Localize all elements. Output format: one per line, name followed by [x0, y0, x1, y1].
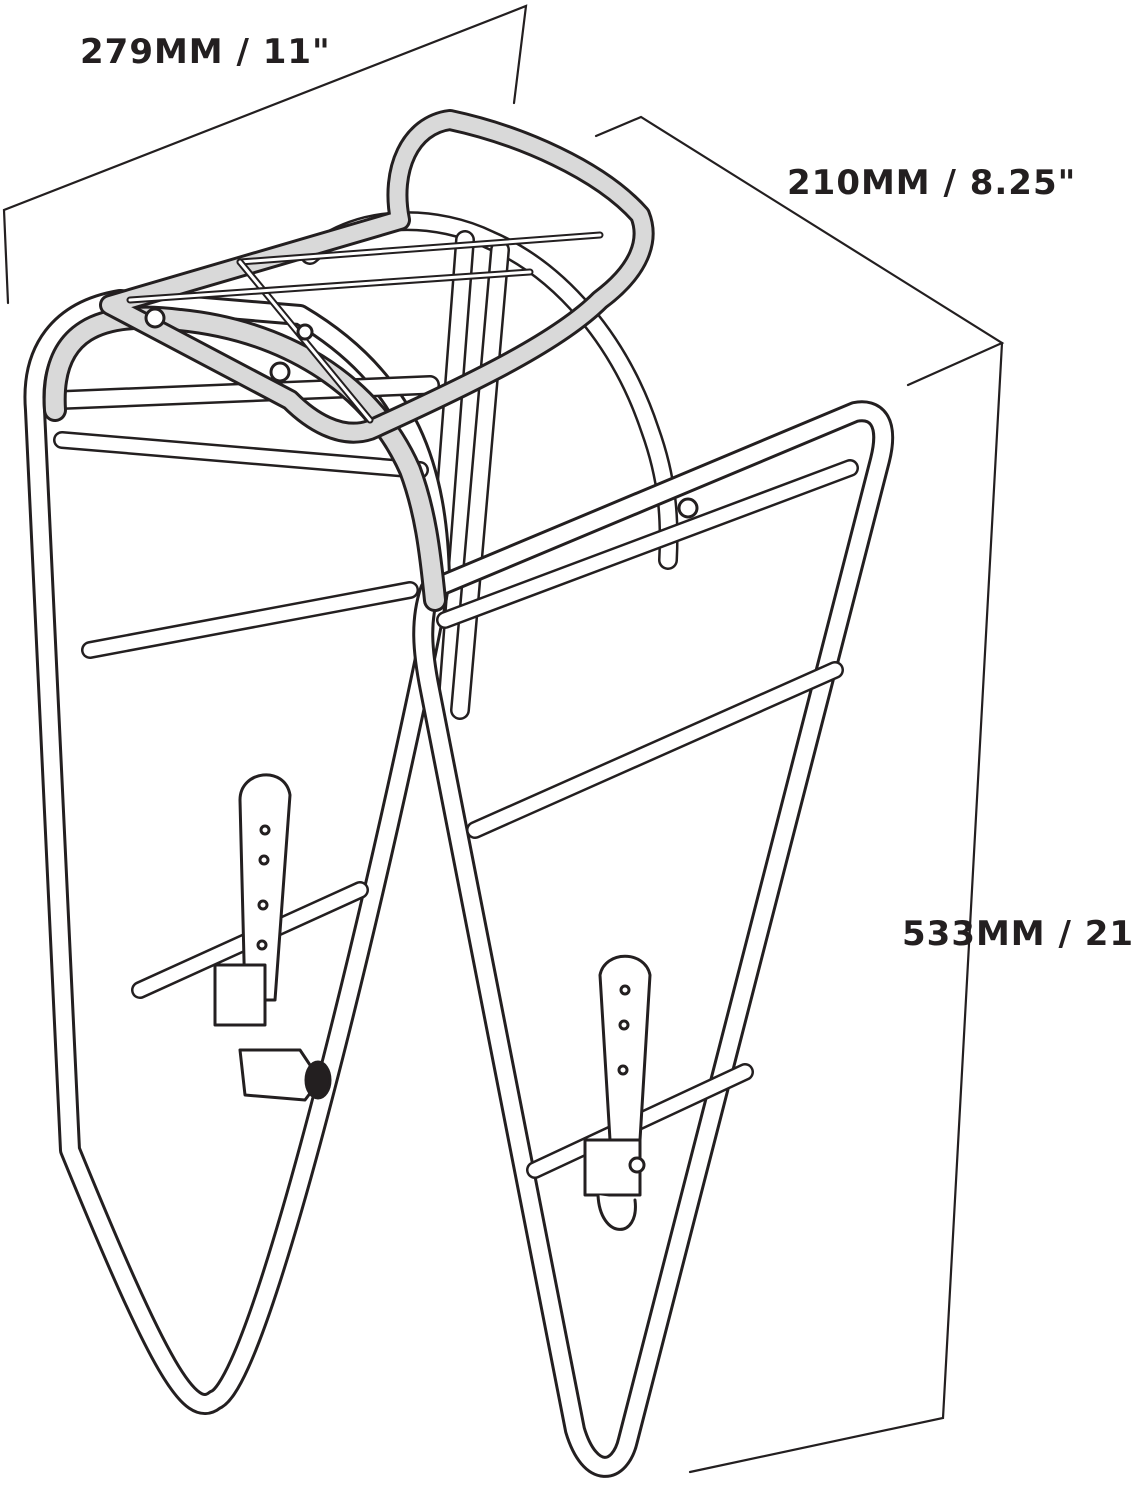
front-arch-tube: [42, 305, 447, 612]
bolt-icon: [269, 361, 291, 383]
right-side-frame: [412, 400, 895, 1478]
height-dimension-line: [688, 341, 1004, 1474]
bike-rack-icon: [23, 109, 895, 1478]
top-platform: [99, 109, 655, 444]
rear-struts: [420, 230, 510, 720]
bolt-icon: [677, 497, 699, 519]
width-dimension-line: [2, 4, 528, 305]
dimension-lines: [2, 4, 1005, 1474]
left-side-frame: [23, 289, 451, 1415]
depth-dimension-line: [594, 115, 1005, 387]
depth-dimension-label: 210MM / 8.25": [787, 163, 1077, 203]
height-dimension-label: 533MM / 21": [902, 914, 1134, 954]
bolt-icon: [144, 307, 166, 329]
left-mount-strap: [213, 773, 332, 1102]
right-mount-strap: [583, 954, 652, 1231]
width-dimension-label: 279MM / 11": [80, 32, 331, 72]
bolt-icon: [296, 323, 314, 341]
right-cross-bars: [436, 459, 859, 1179]
mount-bolts: [144, 307, 699, 519]
clamp-knob-icon: [304, 1060, 332, 1100]
